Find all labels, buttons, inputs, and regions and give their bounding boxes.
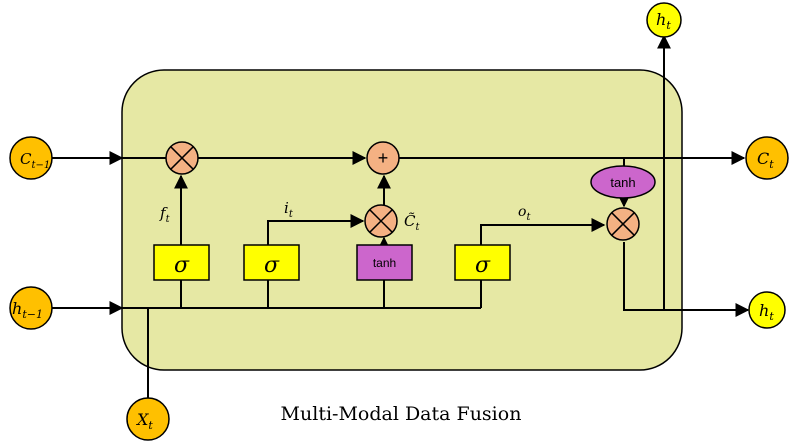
output-out [480, 218, 606, 245]
connections [52, 34, 750, 398]
h-prev-sub: t−1 [22, 308, 43, 321]
label-it: it [284, 199, 294, 220]
label-ot: ot [518, 204, 531, 223]
c-out-sub: t [769, 158, 774, 171]
svg-text:Ct: Ct [757, 149, 774, 171]
h-out-line [623, 242, 750, 317]
node-h-out: ht [748, 291, 786, 329]
add-symbol: + [378, 148, 389, 168]
node-c-prev: Ct−1 [9, 136, 53, 180]
label-ct-tilde: C̃t [404, 212, 420, 233]
input-out [267, 214, 365, 245]
forget-gate-box [153, 244, 210, 281]
candidate-gate-label: tanh [373, 256, 396, 270]
node-c-out: Ct [745, 136, 789, 180]
op-add-cell: + [366, 141, 400, 175]
label-ft: ft [159, 204, 171, 225]
op-multiply-forget [165, 141, 199, 175]
c-out-label: C [757, 149, 769, 168]
h-out-sub: t [769, 310, 774, 323]
h-top-sub: t [666, 19, 671, 32]
svg-text:ht−1: ht−1 [12, 299, 43, 321]
svg-text:ht: ht [759, 301, 774, 323]
x-in-label: X [135, 410, 149, 429]
svg-text:Ct−1: Ct−1 [20, 150, 50, 171]
diagram-caption: Multi-Modal Data Fusion [281, 403, 522, 425]
output-gate-sigma: σ [475, 253, 491, 278]
lstm-cell-body [121, 69, 683, 371]
op-multiply-output [606, 207, 640, 241]
h-out-label: h [759, 301, 769, 320]
cell-tanh-ellipse [590, 165, 656, 199]
forget-gate-sigma: σ [174, 253, 190, 278]
input-gate-sigma: σ [264, 253, 280, 278]
output-gate-box [454, 244, 511, 281]
c-prev-sub: t−1 [31, 160, 50, 171]
svg-text:ht: ht [656, 10, 671, 32]
input-gate-box [243, 244, 300, 281]
h-top-label: h [656, 10, 666, 29]
op-multiply-input [364, 204, 398, 238]
svg-text:Xt: Xt [135, 410, 153, 432]
h-prev-label: h [12, 299, 22, 318]
candidate-gate-box [356, 244, 413, 281]
x-in-sub: t [148, 419, 153, 432]
cell-tanh-label: tanh [610, 175, 635, 190]
node-h-top: ht [646, 2, 682, 38]
c-prev-label: C [20, 150, 32, 168]
node-x-in: Xt [126, 397, 170, 441]
node-h-prev: ht−1 [9, 286, 53, 330]
